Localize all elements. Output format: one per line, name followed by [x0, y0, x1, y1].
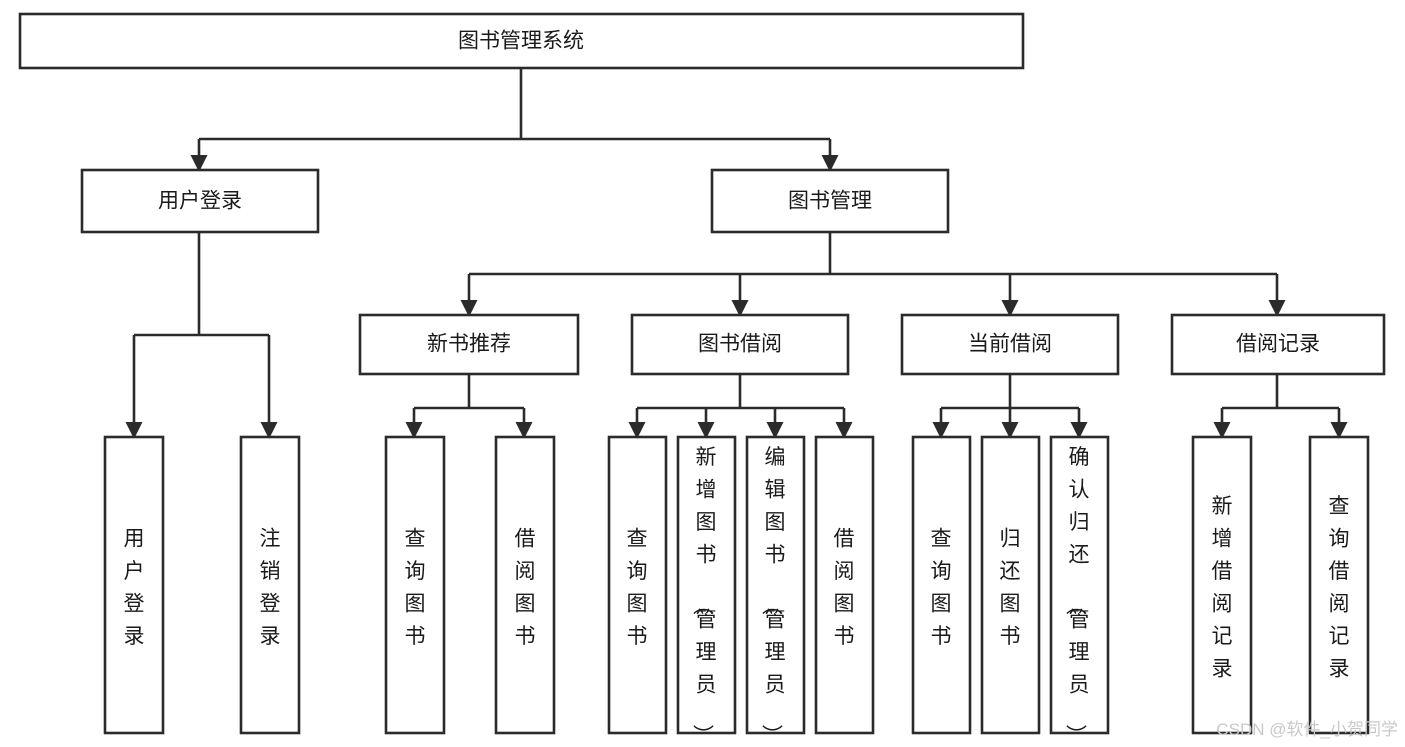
node-leaf-query-book-2[interactable]: 查询图书 [607, 435, 668, 735]
watermark-label: CSDN @软件_小贺同学 [1216, 720, 1398, 739]
node-leaf-query-book-1-label: 查询图书 [405, 527, 426, 648]
node-user-login[interactable]: 用户登录 [80, 168, 320, 234]
node-leaf-add-record[interactable]: 新增借阅记录 [1191, 435, 1253, 735]
node-leaf-logout-login-label: 注销登录 [260, 527, 281, 648]
node-root-label: 图书管理系统 [458, 30, 584, 53]
node-leaf-query-book-2-label: 查询图书 [627, 527, 648, 648]
node-book-manage[interactable]: 图书管理 [710, 168, 950, 234]
node-new-book-recommend-label: 新书推荐 [427, 333, 511, 356]
node-user-login-label: 用户登录 [158, 190, 242, 213]
node-borrow-record[interactable]: 借阅记录 [1170, 313, 1386, 376]
node-leaf-borrow-book-1-label: 借阅图书 [515, 527, 536, 648]
node-leaf-add-record-label: 新增借阅记录 [1212, 495, 1233, 681]
node-leaf-return-book[interactable]: 归还图书 [980, 435, 1041, 735]
node-leaf-user-login[interactable]: 用户登录 [103, 435, 165, 735]
node-leaf-borrow-book-1[interactable]: 借阅图书 [494, 435, 556, 735]
node-new-book-recommend[interactable]: 新书推荐 [358, 313, 580, 376]
node-current-borrow[interactable]: 当前借阅 [900, 313, 1120, 376]
node-leaf-add-book[interactable]: 新增图书（管理员） [676, 435, 737, 745]
node-leaf-add-book-label: 新增图书（管理员） [691, 446, 717, 745]
node-book-borrow[interactable]: 图书借阅 [630, 313, 850, 376]
node-borrow-record-label: 借阅记录 [1236, 333, 1320, 356]
node-root[interactable]: 图书管理系统 [18, 12, 1025, 70]
node-leaf-borrow-book-2-label: 借阅图书 [834, 527, 855, 648]
node-leaf-query-record[interactable]: 查询借阅记录 [1308, 435, 1370, 735]
node-leaf-confirm-return-label: 确认归还（管理员） [1064, 446, 1090, 745]
node-leaf-user-login-label: 用户登录 [124, 527, 145, 648]
node-book-manage-label: 图书管理 [788, 190, 872, 213]
node-book-borrow-label: 图书借阅 [698, 333, 782, 356]
node-leaf-borrow-book-2[interactable]: 借阅图书 [814, 435, 875, 735]
node-leaf-return-book-label: 归还图书 [1000, 527, 1021, 648]
node-leaf-query-book-3-label: 查询图书 [931, 527, 952, 648]
node-leaf-edit-book-label: 编辑图书（管理员） [760, 446, 786, 745]
node-leaf-query-book-1[interactable]: 查询图书 [384, 435, 446, 735]
node-current-borrow-label: 当前借阅 [968, 333, 1052, 356]
node-leaf-logout-login[interactable]: 注销登录 [239, 435, 301, 735]
connector-layer [132, 68, 1341, 422]
node-leaf-query-book-3[interactable]: 查询图书 [911, 435, 972, 735]
node-leaf-query-record-label: 查询借阅记录 [1329, 495, 1350, 681]
node-leaf-edit-book[interactable]: 编辑图书（管理员） [745, 435, 806, 745]
node-leaf-confirm-return[interactable]: 确认归还（管理员） [1049, 435, 1110, 745]
